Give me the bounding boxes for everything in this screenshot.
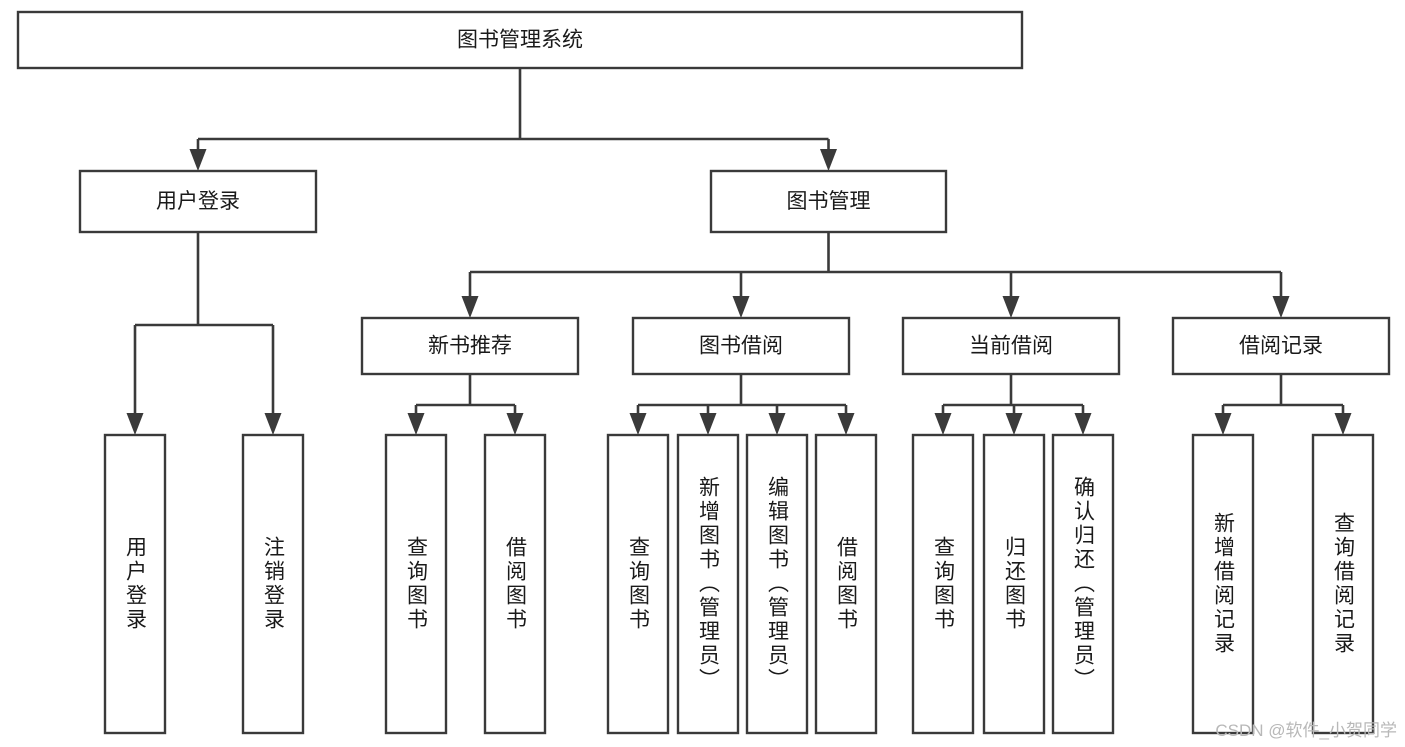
- arrow-head-icon: [629, 413, 647, 435]
- node-label-book-borrow: 图书借阅: [699, 335, 783, 358]
- node-leaf-edit-book-admin[interactable]: [745, 433, 809, 735]
- node-borrow-record[interactable]: [1171, 316, 1391, 376]
- arrow-head-icon: [699, 413, 717, 435]
- node-leaf-query-book-current[interactable]: [911, 433, 975, 735]
- node-leaf-query-borrow-record[interactable]: [1311, 433, 1375, 735]
- arrow-head-icon: [768, 413, 786, 435]
- watermark-text: CSDN @软件_小贺同学: [1215, 721, 1397, 740]
- node-leaf-logout-login[interactable]: [241, 433, 305, 735]
- arrow-head-icon: [506, 413, 524, 435]
- node-leaf-query-book-borrow[interactable]: [606, 433, 670, 735]
- connectors-layer: [126, 68, 1352, 435]
- node-leaf-confirm-return-admin[interactable]: [1051, 433, 1115, 735]
- node-leaf-return-book[interactable]: [982, 433, 1046, 735]
- node-root-root[interactable]: [16, 10, 1024, 70]
- node-leaf-query-book-recommend[interactable]: [384, 433, 448, 735]
- node-user-login[interactable]: [78, 169, 318, 234]
- node-boxes-layer: [16, 10, 1391, 735]
- arrow-head-icon: [732, 296, 750, 318]
- node-label-current-borrow: 当前借阅: [969, 335, 1053, 358]
- arrow-head-icon: [1214, 413, 1232, 435]
- node-leaf-user-login[interactable]: [103, 433, 167, 735]
- node-book-borrow[interactable]: [631, 316, 851, 376]
- arrow-head-icon: [461, 296, 479, 318]
- arrow-head-icon: [126, 413, 144, 435]
- arrow-head-icon: [189, 149, 207, 171]
- arrow-head-icon: [1074, 413, 1092, 435]
- node-leaf-borrow-book[interactable]: [814, 433, 878, 735]
- arrow-head-icon: [837, 413, 855, 435]
- arrow-head-icon: [264, 413, 282, 435]
- node-new-book-recommend[interactable]: [360, 316, 580, 376]
- node-leaf-borrow-book-recommend[interactable]: [483, 433, 547, 735]
- node-label-borrow-record: 借阅记录: [1239, 335, 1323, 358]
- arrow-head-icon: [1272, 296, 1290, 318]
- arrow-head-icon: [1005, 413, 1023, 435]
- node-book-manage[interactable]: [709, 169, 948, 234]
- arrow-head-icon: [1002, 296, 1020, 318]
- node-leaf-add-book-admin[interactable]: [676, 433, 740, 735]
- node-label-user-login: 用户登录: [156, 190, 240, 213]
- node-label-new-book-recommend: 新书推荐: [428, 335, 512, 358]
- arrow-head-icon: [407, 413, 425, 435]
- node-current-borrow[interactable]: [901, 316, 1121, 376]
- arrow-head-icon: [934, 413, 952, 435]
- node-label-root: 图书管理系统: [457, 29, 583, 52]
- arrow-head-icon: [1334, 413, 1352, 435]
- node-leaf-add-borrow-record[interactable]: [1191, 433, 1255, 735]
- arrow-head-icon: [820, 149, 837, 171]
- node-label-book-manage: 图书管理: [787, 190, 871, 213]
